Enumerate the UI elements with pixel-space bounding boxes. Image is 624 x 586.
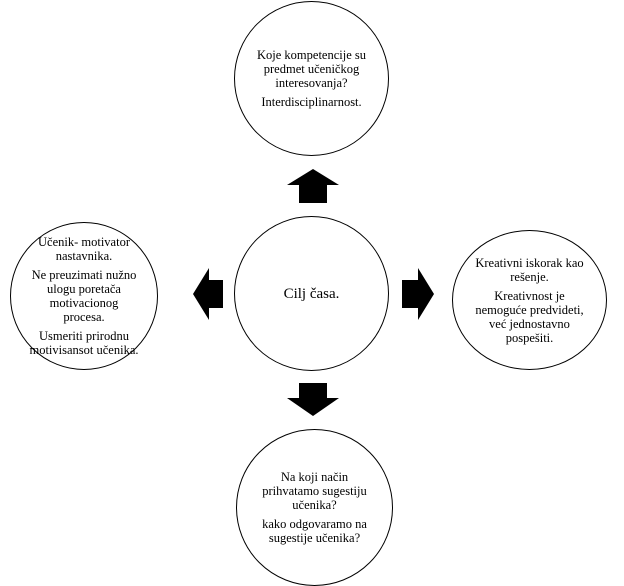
center-text: Cilj časa.: [283, 285, 340, 302]
right-circle: Kreativni iskorak kao rešenje. Kreativno…: [452, 230, 607, 370]
arrow-left-icon: [193, 268, 223, 320]
arrow-right-icon: [402, 268, 434, 320]
center-circle: Cilj časa.: [234, 216, 389, 371]
arrow-down-icon: [287, 383, 339, 416]
bottom-text-1: Na koji način prihvatamo sugestiju učeni…: [262, 470, 367, 512]
top-text-2: Interdisciplinarnost.: [261, 95, 362, 109]
top-text-1: Koje kompetencije su predmet učeničkog i…: [257, 48, 366, 90]
bottom-circle: Na koji način prihvatamo sugestiju učeni…: [236, 429, 393, 586]
right-text-2: Kreativnost je nemoguće predvideti, već …: [475, 288, 584, 345]
top-circle: Koje kompetencije su predmet učeničkog i…: [234, 1, 389, 156]
left-circle: Učenik- motivator nastavnika. Ne preuzim…: [10, 222, 158, 370]
left-text-3: Usmeriti prirodnu motivisansot učenika.: [29, 329, 139, 357]
bottom-text-2: kako odgovaramo na sugestije učenika?: [262, 517, 367, 545]
left-text-1: Učenik- motivator nastavnika.: [38, 235, 130, 263]
arrow-up-icon: [287, 169, 339, 203]
left-text-2: Ne preuzimati nužno ulogu poretača motiv…: [31, 268, 137, 324]
right-text-1: Kreativni iskorak kao rešenje.: [475, 255, 584, 284]
